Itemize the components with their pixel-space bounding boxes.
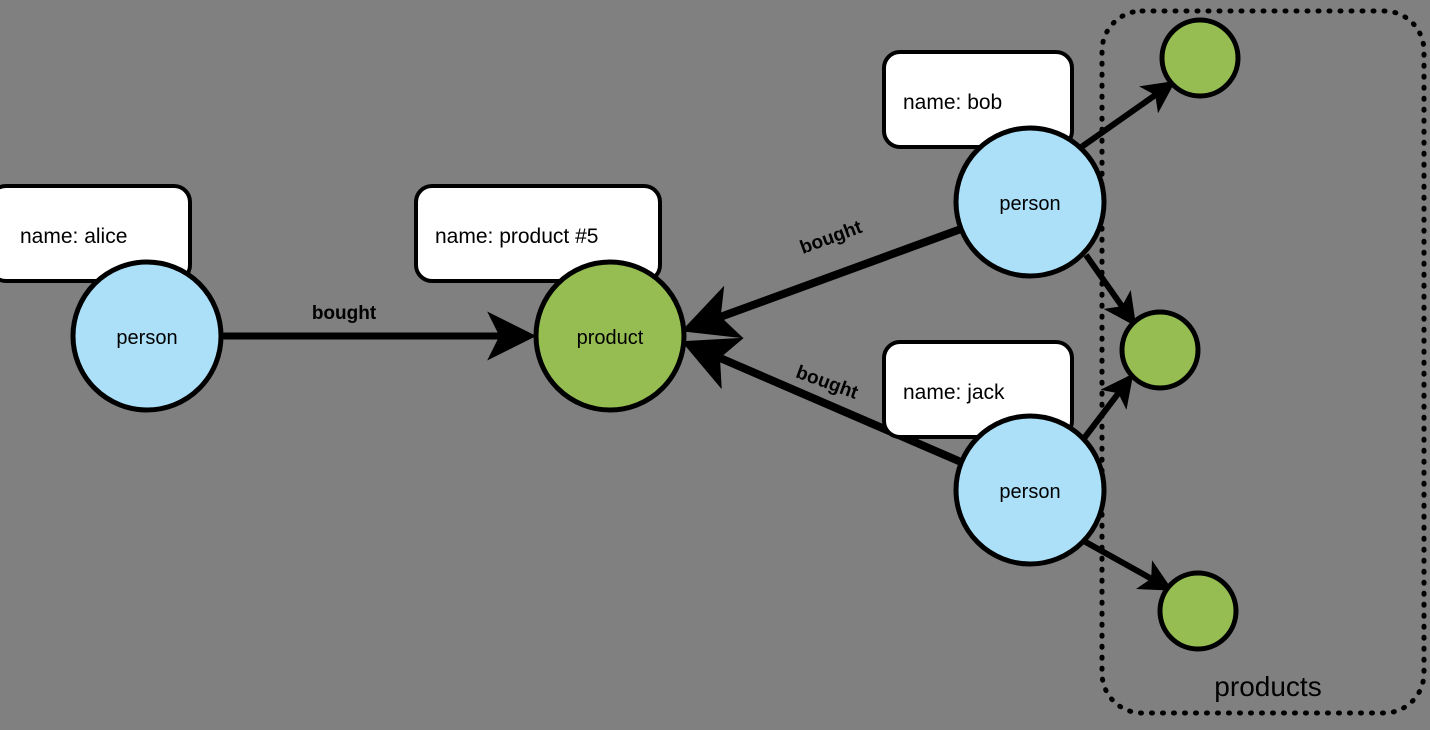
- node-alice-circle[interactable]: [70, 259, 224, 413]
- product-mid-circle[interactable]: [1119, 309, 1201, 391]
- property-box-bob[interactable]: name: bob: [882, 50, 1074, 149]
- property-label-product5: name: product #5: [435, 225, 598, 248]
- node-product5-circle[interactable]: [533, 259, 687, 413]
- node-jack-type-label: person: [999, 481, 1060, 503]
- edge-label-alice-bought: bought: [312, 303, 377, 324]
- product-mid-node[interactable]: [1119, 309, 1201, 391]
- products-group: products: [1099, 8, 1427, 716]
- edge-bob-bought-product5[interactable]: [681, 225, 963, 339]
- product-bottom-node[interactable]: [1157, 570, 1239, 652]
- products-group-border: [1099, 8, 1427, 716]
- property-box-product5[interactable]: name: product #5: [414, 184, 662, 283]
- node-product5-type-label: product: [577, 327, 644, 349]
- property-box-alice[interactable]: name: alice: [0, 184, 192, 283]
- property-box-alice-rect[interactable]: [0, 184, 192, 283]
- edge-bob-to-product-top[interactable]: [1078, 80, 1176, 151]
- edge-jack-to-product-mid[interactable]: [1079, 373, 1134, 443]
- node-alice-type-label: person: [116, 327, 177, 349]
- product-top-circle[interactable]: [1159, 17, 1241, 99]
- node-bob[interactable]: person: [953, 125, 1107, 279]
- node-bob-type-label: person: [999, 193, 1060, 215]
- edge-bob-to-product-mid[interactable]: [1083, 253, 1137, 327]
- property-label-alice: name: alice: [20, 225, 127, 248]
- property-label-bob: name: bob: [903, 91, 1002, 114]
- property-label-jack: name: jack: [903, 381, 1005, 404]
- node-jack[interactable]: person: [953, 413, 1107, 567]
- edge-jack-to-product-bottom[interactable]: [1080, 537, 1173, 591]
- node-bob-circle[interactable]: [953, 125, 1107, 279]
- product-top-node[interactable]: [1159, 17, 1241, 99]
- node-product5[interactable]: product: [533, 259, 687, 413]
- node-jack-circle[interactable]: [953, 413, 1107, 567]
- products-group-label: products: [1214, 671, 1321, 702]
- node-alice[interactable]: person: [70, 259, 224, 413]
- edge-jack-bought-product5[interactable]: [681, 337, 963, 466]
- property-box-jack[interactable]: name: jack: [882, 340, 1074, 439]
- property-box-product5-rect[interactable]: [414, 184, 662, 283]
- product-bottom-circle[interactable]: [1157, 570, 1239, 652]
- edge-label-bob-bought: bought: [797, 217, 865, 259]
